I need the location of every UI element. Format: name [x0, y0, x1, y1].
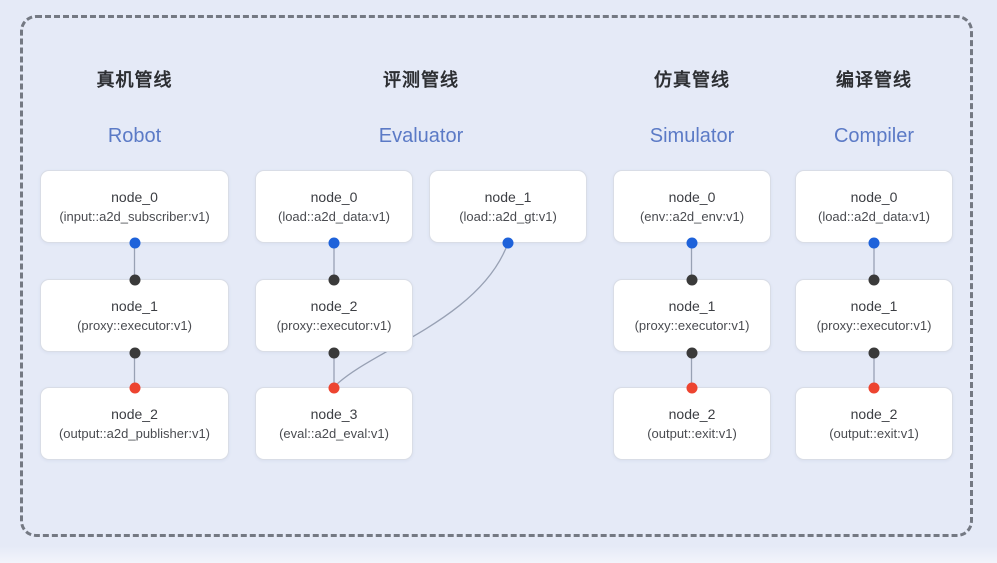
compiler-node1-input-port-icon [868, 274, 880, 285]
node-type: (proxy::executor:v1) [816, 317, 932, 333]
header-en-compiler: Compiler [833, 125, 915, 147]
node-type: (output::exit:v1) [829, 425, 919, 441]
node-type: (proxy::executor:v1) [634, 317, 750, 333]
evaluator-node-3[interactable]: node_3 (eval::a2d_eval:v1) [255, 387, 413, 460]
node-type: (proxy::executor:v1) [77, 317, 192, 333]
evaluator-node0-output-port-icon [328, 237, 340, 249]
simulator-node0-output-port-icon [686, 237, 697, 249]
simulator-node-0[interactable]: node_0 (env::a2d_env:v1) [613, 170, 771, 243]
header-en-robot: Robot [107, 125, 162, 147]
simulator-node-2[interactable]: node_2 (output::exit:v1) [613, 387, 771, 460]
compiler-node-1[interactable]: node_1 (proxy::executor:v1) [795, 279, 953, 352]
evaluator-node2-output-port-icon [328, 347, 340, 358]
robot-node-0[interactable]: node_0 (input::a2d_subscriber:v1) [40, 170, 229, 243]
node-type: (output::a2d_publisher:v1) [58, 425, 211, 441]
node-title: node_2 [668, 405, 716, 422]
evaluator-node-0[interactable]: node_0 (load::a2d_data:v1) [255, 170, 413, 243]
node-title: node_0 [111, 188, 158, 205]
node-title: node_0 [850, 188, 898, 205]
node-title: node_0 [310, 188, 358, 205]
header-zh-simulator: 仿真管线 [654, 70, 730, 90]
dashed-border-frame [20, 15, 973, 537]
robot-node-1[interactable]: node_1 (proxy::executor:v1) [40, 279, 229, 352]
node-type: (input::a2d_subscriber:v1) [59, 208, 210, 224]
node-title: node_1 [850, 297, 898, 314]
header-zh-evaluator: 评测管线 [383, 70, 459, 90]
compiler-node-2[interactable]: node_2 (output::exit:v1) [795, 387, 953, 460]
simulator-node1-input-port-icon [686, 274, 697, 285]
compiler-node1-output-port-icon [868, 347, 880, 358]
robot-node1-input-port-icon [129, 274, 140, 285]
node-type: (eval::a2d_eval:v1) [279, 425, 389, 441]
evaluator-node-1[interactable]: node_1 (load::a2d_gt:v1) [429, 170, 587, 243]
compiler-node0-output-port-icon [868, 237, 880, 249]
node-type: (output::exit:v1) [647, 425, 737, 441]
header-en-evaluator: Evaluator [378, 125, 464, 147]
robot-node2-input-port-icon [129, 382, 140, 393]
node-type: (load::a2d_data:v1) [817, 208, 931, 224]
node-title: node_2 [310, 297, 358, 314]
header-en-simulator: Simulator [649, 125, 735, 147]
simulator-node2-input-port-icon [686, 382, 697, 393]
compiler-node2-input-port-icon [868, 382, 880, 393]
edge-evaluator-node1-node3 [333, 242, 509, 388]
evaluator-node-2[interactable]: node_2 (proxy::executor:v1) [255, 279, 413, 352]
node-title: node_3 [310, 405, 358, 422]
compiler-node-0[interactable]: node_0 (load::a2d_data:v1) [795, 170, 953, 243]
node-type: (proxy::executor:v1) [276, 317, 392, 333]
node-type: (load::a2d_gt:v1) [459, 208, 557, 224]
robot-node1-output-port-icon [129, 347, 140, 358]
node-type: (env::a2d_env:v1) [639, 208, 745, 224]
node-type: (load::a2d_data:v1) [277, 208, 391, 224]
node-title: node_1 [668, 297, 716, 314]
header-zh-compiler: 编译管线 [836, 70, 912, 90]
evaluator-node1-output-port-icon [502, 237, 514, 249]
simulator-node-1[interactable]: node_1 (proxy::executor:v1) [613, 279, 771, 352]
evaluator-node3-input-port-icon [328, 382, 340, 393]
evaluator-node2-input-port-icon [328, 274, 340, 285]
node-title: node_1 [484, 188, 532, 205]
node-title: node_0 [668, 188, 716, 205]
header-zh-robot: 真机管线 [96, 70, 173, 90]
node-title: node_1 [111, 297, 158, 314]
node-title: node_2 [111, 405, 158, 422]
simulator-node1-output-port-icon [686, 347, 697, 358]
robot-node-2[interactable]: node_2 (output::a2d_publisher:v1) [40, 387, 229, 460]
node-title: node_2 [850, 405, 898, 422]
robot-node0-output-port-icon [129, 237, 140, 249]
